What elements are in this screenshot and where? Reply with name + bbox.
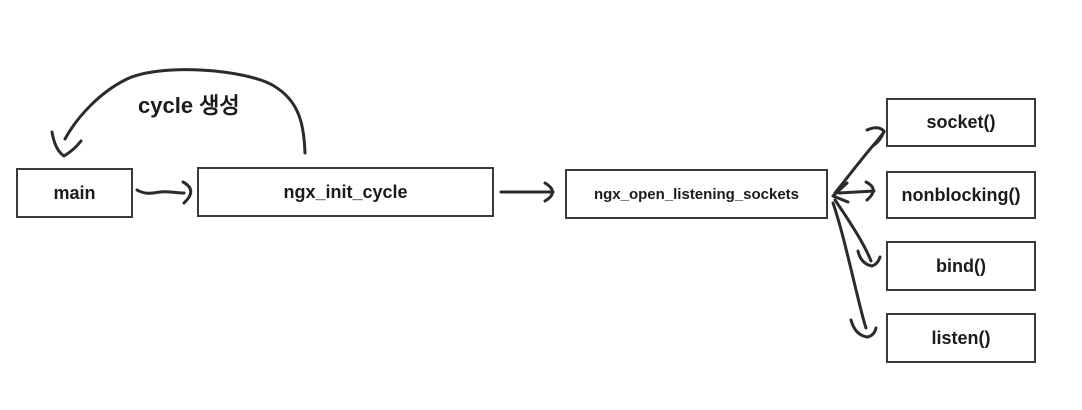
node-ngx-open-listening-sockets: ngx_open_listening_sockets (565, 169, 828, 219)
arrow-open-to-listen-arrowhead-icon (849, 318, 878, 339)
arrow-open-to-nonblocking-line (837, 189, 876, 195)
arrow-init-to-open-arrowhead-icon (543, 181, 554, 203)
cycle-creation-label: cycle 생성 (138, 93, 240, 118)
arrow-open-to-bind-line (833, 198, 873, 263)
cycle-loop-arrow-line (63, 68, 307, 155)
arrow-open-to-listen-line (831, 201, 868, 330)
node-main: main (16, 168, 133, 218)
node-nonblocking: nonblocking() (886, 171, 1036, 219)
cycle-loop-arrowhead-icon (50, 130, 83, 158)
node-socket: socket() (886, 98, 1036, 147)
node-listen: listen() (886, 313, 1036, 363)
arrow-main-to-init-line (135, 188, 186, 195)
arrow-open-to-nonblocking-arrowhead-icon (864, 180, 875, 202)
node-ngx-init-cycle: ngx_init_cycle (197, 167, 494, 217)
node-bind: bind() (886, 241, 1036, 291)
arrow-open-to-bind-arrowhead-icon (856, 249, 882, 268)
arrow-open-to-socket-arrowhead-icon (865, 126, 886, 147)
fan-vertex-barb-icon (831, 181, 850, 204)
arrow-main-to-init-arrowhead-icon (181, 180, 193, 205)
cycle-loop-group (50, 68, 886, 339)
